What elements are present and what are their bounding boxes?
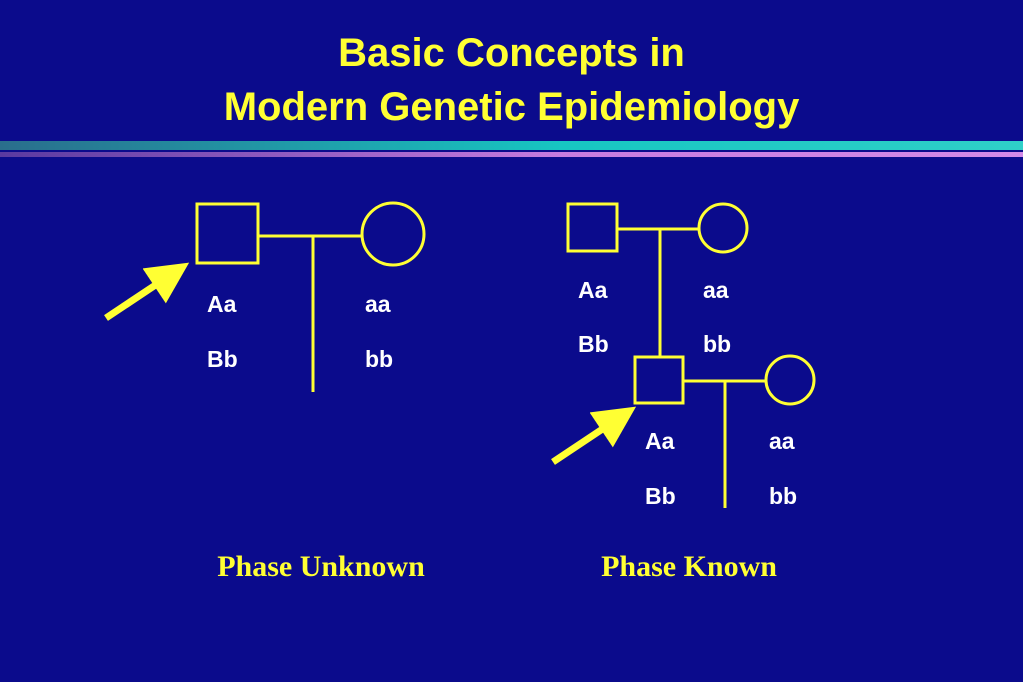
partner-genotype-1: aa bbox=[769, 428, 795, 454]
father-genotype-1: Aa bbox=[207, 291, 237, 317]
son-square-icon bbox=[633, 355, 685, 405]
proband-arrow-icon bbox=[104, 262, 190, 321]
mother-genotype-1: aa bbox=[365, 291, 391, 317]
grandmother-genotype-2: bb bbox=[703, 331, 731, 357]
grandmother-circle-icon bbox=[697, 202, 749, 254]
grandfather-genotype-2: Bb bbox=[578, 331, 609, 357]
son-genotype-1: Aa bbox=[645, 428, 675, 454]
male-square-icon bbox=[195, 202, 260, 265]
grandfather-square-icon bbox=[566, 202, 619, 253]
pedigree-phase-unknown: Aa Bb aa bb Phase Unknown bbox=[104, 201, 426, 583]
grandfather-genotype-1: Aa bbox=[578, 277, 608, 303]
caption-phase-known: Phase Known bbox=[601, 550, 777, 583]
grandmother-genotype-1: aa bbox=[703, 277, 729, 303]
father-genotype-2: Bb bbox=[207, 346, 238, 372]
caption-phase-unknown: Phase Unknown bbox=[217, 550, 425, 583]
partner-circle-icon bbox=[764, 354, 816, 406]
pedigree-phase-known: Aa Bb aa bb Aa Bb aa bb Phase Known bbox=[551, 202, 816, 583]
partner-genotype-2: bb bbox=[769, 483, 797, 509]
slide-title-line-1: Basic Concepts in bbox=[338, 31, 685, 75]
proband-arrow-icon bbox=[551, 406, 637, 465]
title-divider-pink bbox=[0, 152, 1023, 157]
female-circle-icon bbox=[360, 201, 426, 267]
mother-genotype-2: bb bbox=[365, 346, 393, 372]
title-divider-teal bbox=[0, 141, 1023, 150]
son-genotype-2: Bb bbox=[645, 483, 676, 509]
slide-title-line-2: Modern Genetic Epidemiology bbox=[223, 85, 800, 129]
